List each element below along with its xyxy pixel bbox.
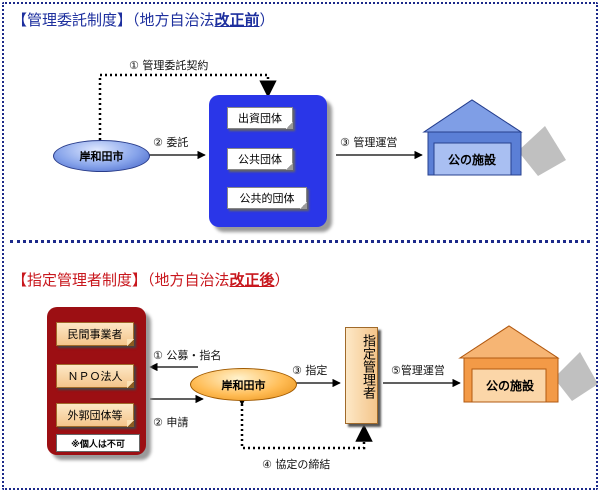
bottom-facility-house — [458, 325, 598, 403]
top-heading-main: 【管理委託制度】（地方自治法 — [12, 11, 215, 29]
bottom-step1-label: ① 公募・指名 — [153, 349, 222, 362]
bottom-step5-label: ⑤管理運営 — [391, 364, 445, 377]
bottom-org-note-1: 民間事業者 — [56, 322, 134, 346]
top-step3-label: ③ 管理運営 — [340, 136, 398, 149]
top-heading: 【管理委託制度】（地方自治法改正前） — [12, 9, 275, 30]
top-heading-emph: 改正前 — [214, 11, 260, 29]
bottom-facility-label: 公の施設 — [486, 379, 535, 393]
bottom-step4-label: ④ 協定の締結 — [262, 458, 331, 471]
top-org-note-2: 公共団体 — [227, 148, 293, 170]
bottom-heading-emph: 改正後 — [229, 271, 275, 289]
designated-manager-label: 指定管理者 — [360, 334, 375, 399]
top-org-note-3: 公共的団体 — [227, 187, 307, 209]
top-step2-label: ② 委託 — [153, 136, 189, 149]
section-divider — [10, 240, 590, 243]
bottom-step3-label: ③ 指定 — [292, 364, 328, 377]
top-city-oval: 岸和田市 — [53, 140, 150, 172]
bottom-agreement-connector — [233, 388, 373, 450]
bottom-city-oval: 岸和田市 — [190, 368, 297, 401]
bottom-heading-end: ） — [274, 271, 290, 289]
bottom-step2-label: ② 申請 — [153, 416, 189, 429]
bottom-org-note-3: 外郭団体等 — [56, 403, 134, 427]
bottom-heading: 【指定管理者制度】（地方自治法改正後） — [12, 269, 290, 290]
top-facility-house — [422, 99, 566, 176]
top-org-note-1: 出資団体 — [227, 107, 293, 129]
bottom-heading-main: 【指定管理者制度】（地方自治法 — [12, 271, 230, 289]
individual-not-allowed-note: ※個人は不可 — [56, 434, 140, 452]
top-orgs-box: 出資団体 公共団体 公共的団体 — [209, 95, 327, 227]
top-facility-label: 公の施設 — [448, 153, 497, 167]
bottom-org-note-2: ＮＰＯ法人 — [56, 364, 134, 388]
top-step1-label: ① 管理委託契約 — [129, 59, 209, 72]
top-heading-end: ） — [259, 11, 275, 29]
designated-manager-note: 指定管理者 — [345, 327, 378, 424]
bottom-orgs-box: 民間事業者 ＮＰＯ法人 外郭団体等 — [47, 307, 146, 455]
